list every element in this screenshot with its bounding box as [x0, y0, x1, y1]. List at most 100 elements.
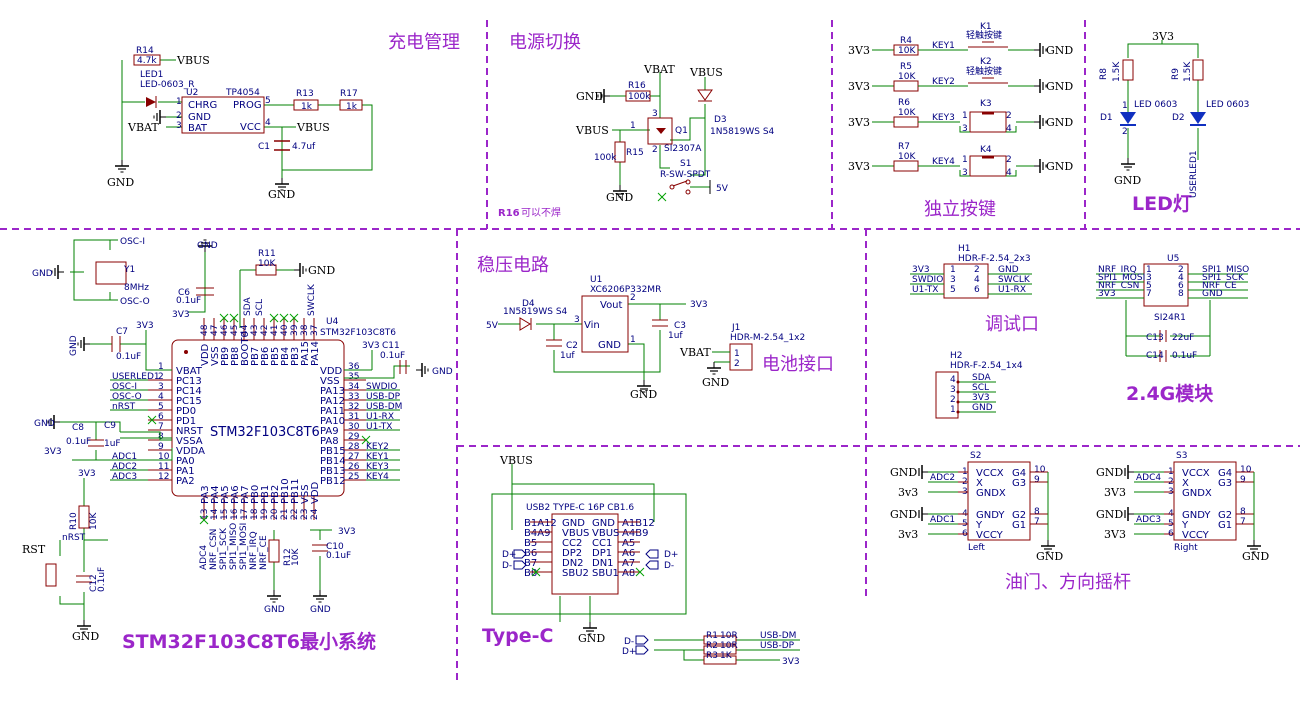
mcu-pin-number: 40 — [280, 324, 290, 336]
mcu-pin-number: 11 — [158, 462, 169, 472]
mcu-pin-name: PB10 — [280, 478, 291, 504]
r3-value: 1K — [720, 651, 733, 661]
no-connect-mark — [229, 313, 239, 323]
joystick-pin-name: X — [976, 478, 983, 489]
r16-ref: R16 — [628, 81, 646, 91]
joystick-pin-name: G2 — [1012, 510, 1026, 521]
section-title-power-switch: 电源切换 — [509, 32, 581, 53]
usb-pin-name: GND — [562, 518, 585, 529]
mcu-pin-number: 33 — [348, 392, 359, 402]
joystick-pin-name: G1 — [1012, 520, 1026, 531]
joystick-pin-name: G4 — [1218, 468, 1232, 479]
mcu-pin-number: 7 — [158, 422, 164, 432]
d4-ref: D4 — [522, 299, 535, 309]
h2-pin-number: 2 — [950, 395, 956, 405]
u1-pin-vout: Vout — [600, 300, 623, 311]
vbus-top-net: VBUS — [689, 66, 723, 79]
mcu-pin-number: 47 — [210, 325, 220, 336]
r10-value: 10K — [89, 512, 99, 530]
rf-net-label: SPI1_MISO — [1202, 265, 1249, 275]
mcu-pin-number: 26 — [348, 462, 360, 472]
section-title-debug: 调试口 — [985, 314, 1039, 335]
button-net: 3V3 — [848, 160, 870, 173]
u2-num-2: 2 — [176, 111, 182, 121]
mcu-pin-name: PA5 — [220, 485, 231, 504]
h1-pin-number: 4 — [974, 275, 980, 285]
joystick-pin-name: Y — [1181, 520, 1189, 531]
section-title-joystick: 油门、方向摇杆 — [1005, 572, 1131, 593]
no-connect-mark — [147, 415, 157, 425]
mcu-pin-number: 3 — [158, 382, 164, 392]
r12-value: 10K — [291, 548, 301, 566]
u1-num-2: 2 — [630, 293, 636, 303]
joystick-adc-net: ADC1 — [930, 515, 955, 525]
usb-dm-left: D- — [502, 561, 512, 571]
mcu-net-label: ADC4 — [199, 545, 209, 570]
k4-pin-2: 2 — [1006, 155, 1012, 165]
mcu-pin-number: 4 — [158, 392, 164, 402]
mcu-pin-number: 39 — [290, 324, 300, 336]
u2-pin-prog: PROG — [233, 100, 262, 111]
mcu-net-label: SPI1_MISO — [229, 523, 239, 570]
usb-dm-bottom: D- — [624, 637, 634, 647]
h2-net-label: SDA — [972, 373, 991, 383]
button-net: 3V3 — [848, 116, 870, 129]
u5-ref: U5 — [1167, 254, 1179, 264]
k4-pin-4: 4 — [1006, 168, 1012, 178]
mcu-net-label: OSC-I — [112, 382, 137, 392]
mcu-pin-number: 1 — [158, 362, 164, 372]
usb-pin-name: GND — [592, 518, 615, 529]
c14-ref: C14 — [1146, 351, 1164, 361]
r11-value: 10K — [258, 259, 276, 269]
3v3-net: 3V3 — [1152, 30, 1174, 43]
joystick-pin-number: 10 — [1240, 465, 1252, 475]
mcu-pin-number: 41 — [270, 325, 280, 336]
mcu-net-label: SDA — [243, 297, 253, 316]
c6-3v3: 3V3 — [172, 310, 190, 320]
section-title-battery: 电池接口 — [762, 354, 834, 375]
h2-net-label: GND — [972, 403, 993, 413]
rf-net-label: SPI1_SCK — [1202, 273, 1245, 283]
r8-ref: R8 — [1099, 68, 1109, 80]
joystick-pin-name: VCCY — [1182, 530, 1210, 541]
c11-3v3: 3V3 — [362, 341, 380, 351]
c9-3v3: 3V3 — [44, 447, 62, 457]
c8-ref: C8 — [72, 423, 84, 433]
mcu-net-label: ADC1 — [112, 452, 137, 462]
c7-gnd: GND — [69, 335, 79, 356]
c9-ref: C9 — [104, 421, 116, 431]
c3-value: 1uf — [668, 331, 683, 341]
mcu-pin-name: BOOT0 — [240, 331, 251, 366]
mcu-pin-number: 32 — [348, 402, 359, 412]
button-net: 3V3 — [848, 44, 870, 57]
mcu-pin-name: VSSA — [176, 436, 203, 447]
charge-circuit: R14 4.7k VBUS LED1 LED-0603_R U2 TP4054 … — [107, 46, 373, 201]
section-title-rf: 2.4G模块 — [1126, 382, 1214, 405]
vbat-net: VBAT — [679, 346, 711, 359]
mcu-pin-number: 46 — [220, 324, 230, 336]
u2-pin-chrg: CHRG — [188, 100, 217, 111]
u2-num-3: 3 — [176, 121, 182, 131]
rf-net-label: GND — [1202, 289, 1223, 299]
j1-pin-2: 2 — [734, 359, 740, 369]
k4-pin-3: 3 — [962, 168, 968, 178]
section-title-usb-c: Type-C — [482, 625, 553, 647]
s2-ref: S2 — [970, 451, 981, 461]
mcu-net-label: USERLED1 — [112, 372, 160, 382]
button-res-value: 10K — [898, 152, 916, 162]
rf-net-label: 3V3 — [1098, 289, 1116, 299]
c1-value: 4.7uf — [292, 142, 316, 152]
mcu-net-label: SCL — [255, 299, 265, 316]
h1-net-label: SWCLK — [998, 275, 1031, 285]
r9-value: 1.5K — [1183, 61, 1193, 82]
u1-pin-gnd: GND — [598, 340, 621, 351]
no-connect-mark — [361, 435, 371, 445]
u1-pin-vin: Vin — [584, 320, 600, 331]
mcu-pin-number: 29 — [348, 432, 360, 442]
u2-pin-gnd: GND — [188, 112, 211, 123]
rst-3v3: 3V3 — [78, 469, 96, 479]
usb-c-circuit: VBUS USB2 TYPE-C 16P CB1.6 GNDB1A12VBUSB… — [491, 454, 800, 667]
r14-vbus-net: VBUS — [176, 54, 210, 67]
crystal-gnd: GND — [32, 269, 53, 279]
h2-net-label: 3V3 — [972, 393, 990, 403]
